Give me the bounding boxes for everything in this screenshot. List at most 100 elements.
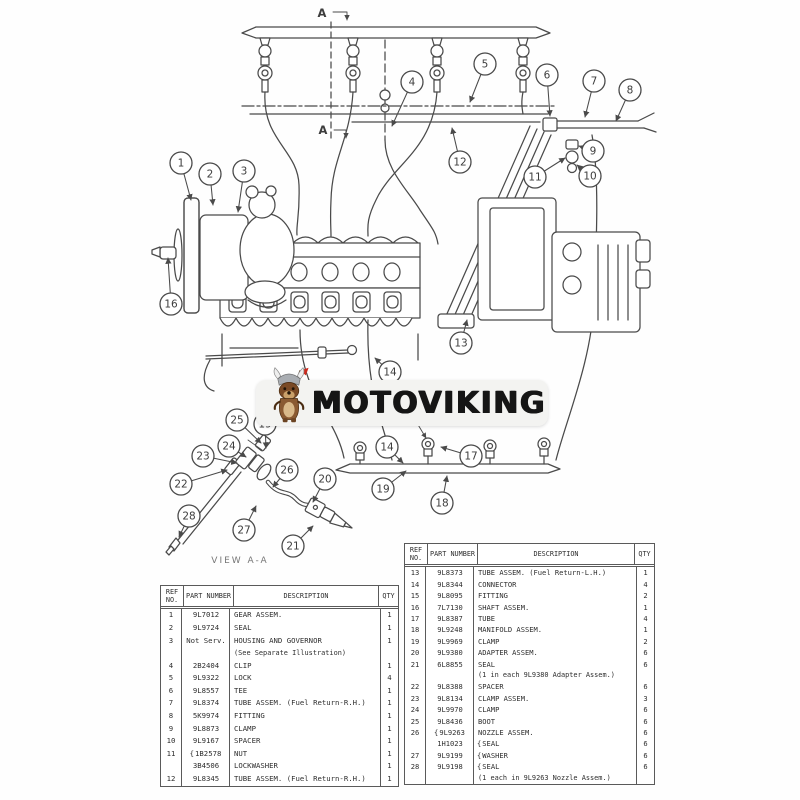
callout-13 [449, 331, 473, 355]
part-number: 9L9970 [426, 704, 474, 716]
callout-1 [169, 151, 193, 175]
ref-no: 18 [405, 624, 426, 636]
qty: 2 [643, 591, 648, 601]
table-row: 26 {9L9263 NOZZLE ASSEM. 6 [405, 727, 654, 739]
ref-no: 22 [405, 681, 426, 693]
part-number: 9L8344 [426, 578, 474, 591]
table-row: 3B4506 LOCKWASHER 1 [161, 760, 398, 774]
table-row: 14 9L8344 CONNECTOR 4 [405, 578, 654, 591]
part-number: 9L9322 [182, 672, 230, 685]
callout-number: 10 [583, 171, 596, 183]
qty: 6 [643, 648, 648, 658]
callout-number: 26 [280, 465, 294, 477]
part-number: 9L8134 [426, 692, 474, 705]
col-qty: QTY [638, 550, 651, 559]
qty [381, 647, 398, 660]
ref-no: 10 [161, 735, 182, 748]
callout-3 [232, 159, 256, 183]
callout-number: 21 [286, 541, 299, 553]
description: LOCKWASHER [230, 760, 381, 774]
ref-no: 13 [405, 567, 426, 579]
callout-16 [159, 292, 183, 316]
table-row: 6 9L8557 TEE 1 [161, 684, 398, 698]
part-number: 1H1023 [426, 738, 474, 750]
ref-no: 6 [161, 684, 182, 698]
qty: 1 [387, 685, 392, 695]
table-row: 9 9L8873 CLAMP 1 [161, 722, 398, 736]
part-number [182, 647, 230, 660]
diagram-line-art [151, 11, 657, 556]
callout-number: 14 [383, 367, 397, 379]
description: CONNECTOR [474, 578, 637, 591]
table-row: 12 9L8345 TUBE ASSEM. (Fuel Return-R.H.)… [161, 773, 398, 786]
description: HOUSING AND GOVERNOR [230, 634, 381, 648]
description: NUT [230, 747, 381, 761]
qty: 6 [643, 739, 648, 749]
table-row: 5 9L9322 LOCK 4 [161, 672, 398, 685]
callout-number: 9 [590, 146, 597, 158]
callout-number: 17 [464, 451, 477, 463]
ref-no: 15 [405, 590, 426, 602]
ref-no [161, 760, 182, 774]
qty: 1 [643, 602, 648, 612]
qty: 6 [643, 728, 648, 737]
ref-no: 17 [405, 612, 426, 625]
qty: 6 [643, 659, 648, 669]
table-row: 28 9L9198 {SEAL 6 [405, 761, 654, 773]
table-row: 24 9L9970 CLAMP 6 [405, 704, 654, 716]
watermark-text: MOTOVIKING [312, 385, 547, 421]
ref-no: 12 [161, 773, 182, 786]
table-row: 11 {1B2578 NUT 1 [161, 747, 398, 761]
table-row: 13 9L8373 TUBE ASSEM. (Fuel Return-L.H.)… [405, 567, 654, 579]
table-row: 27 9L9199 {WASHER 6 [405, 749, 654, 762]
ref-no: 20 [405, 647, 426, 659]
qty: 4 [643, 579, 648, 589]
qty: 4 [643, 613, 648, 623]
callout-7 [582, 69, 606, 93]
col-ref: REF NO. [405, 544, 428, 565]
table-row: 23 9L8134 CLAMP ASSEM. 3 [405, 692, 654, 705]
ref-no: 11 [161, 747, 182, 761]
description: (1 in each 9L9380 Adapter Assem.) [474, 669, 637, 682]
part-number: 9L9969 [426, 635, 474, 648]
part-number: 9L8873 [182, 722, 230, 736]
description: TUBE ASSEM. (Fuel Return-L.H.) [474, 567, 637, 579]
part-number: 9L9199 [426, 749, 474, 762]
qty: 1 [387, 610, 392, 620]
callout-24 [217, 434, 241, 458]
description: NOZZLE ASSEM. [474, 727, 637, 739]
description: SHAFT ASSEM. [474, 601, 637, 613]
part-number: 6L8855 [426, 658, 474, 670]
callout-number: 28 [182, 511, 195, 523]
table-row: 7 9L8374 TUBE ASSEM. (Fuel Return-R.H.) … [161, 697, 398, 711]
part-number: 5K9974 [182, 710, 230, 723]
qty: 2 [643, 636, 648, 646]
part-number: {9L9263 [426, 727, 474, 739]
table-row: 1 9L7012 GEAR ASSEM. 1 [161, 609, 398, 622]
ref-no: 14 [405, 578, 426, 591]
part-number: 9L9198 [426, 761, 474, 773]
description: CLAMP [474, 704, 637, 716]
callout-number: 25 [230, 415, 243, 427]
qty: 6 [643, 716, 648, 726]
callout-number: 5 [482, 59, 489, 71]
qty: 6 [643, 750, 648, 760]
qty: 1 [387, 622, 392, 632]
description: {WASHER [474, 749, 637, 762]
callout-21 [281, 534, 305, 558]
callout-22 [169, 472, 193, 496]
ref-no: 28 [405, 761, 426, 773]
qty: 6 [643, 682, 648, 692]
watermark-banner: MOTOVIKING [256, 367, 548, 426]
callout-number: 4 [409, 77, 416, 89]
part-number: 9L9248 [426, 624, 474, 636]
ref-no: 3 [161, 634, 182, 648]
part-number: 9L8387 [426, 612, 474, 625]
qty: 6 [643, 705, 648, 715]
description: {SEAL [474, 738, 637, 750]
callout-number: 13 [454, 338, 467, 350]
ref-no: 25 [405, 715, 426, 727]
table-row: 22 9L8388 SPACER 6 [405, 681, 654, 693]
qty: 3 [643, 693, 648, 703]
